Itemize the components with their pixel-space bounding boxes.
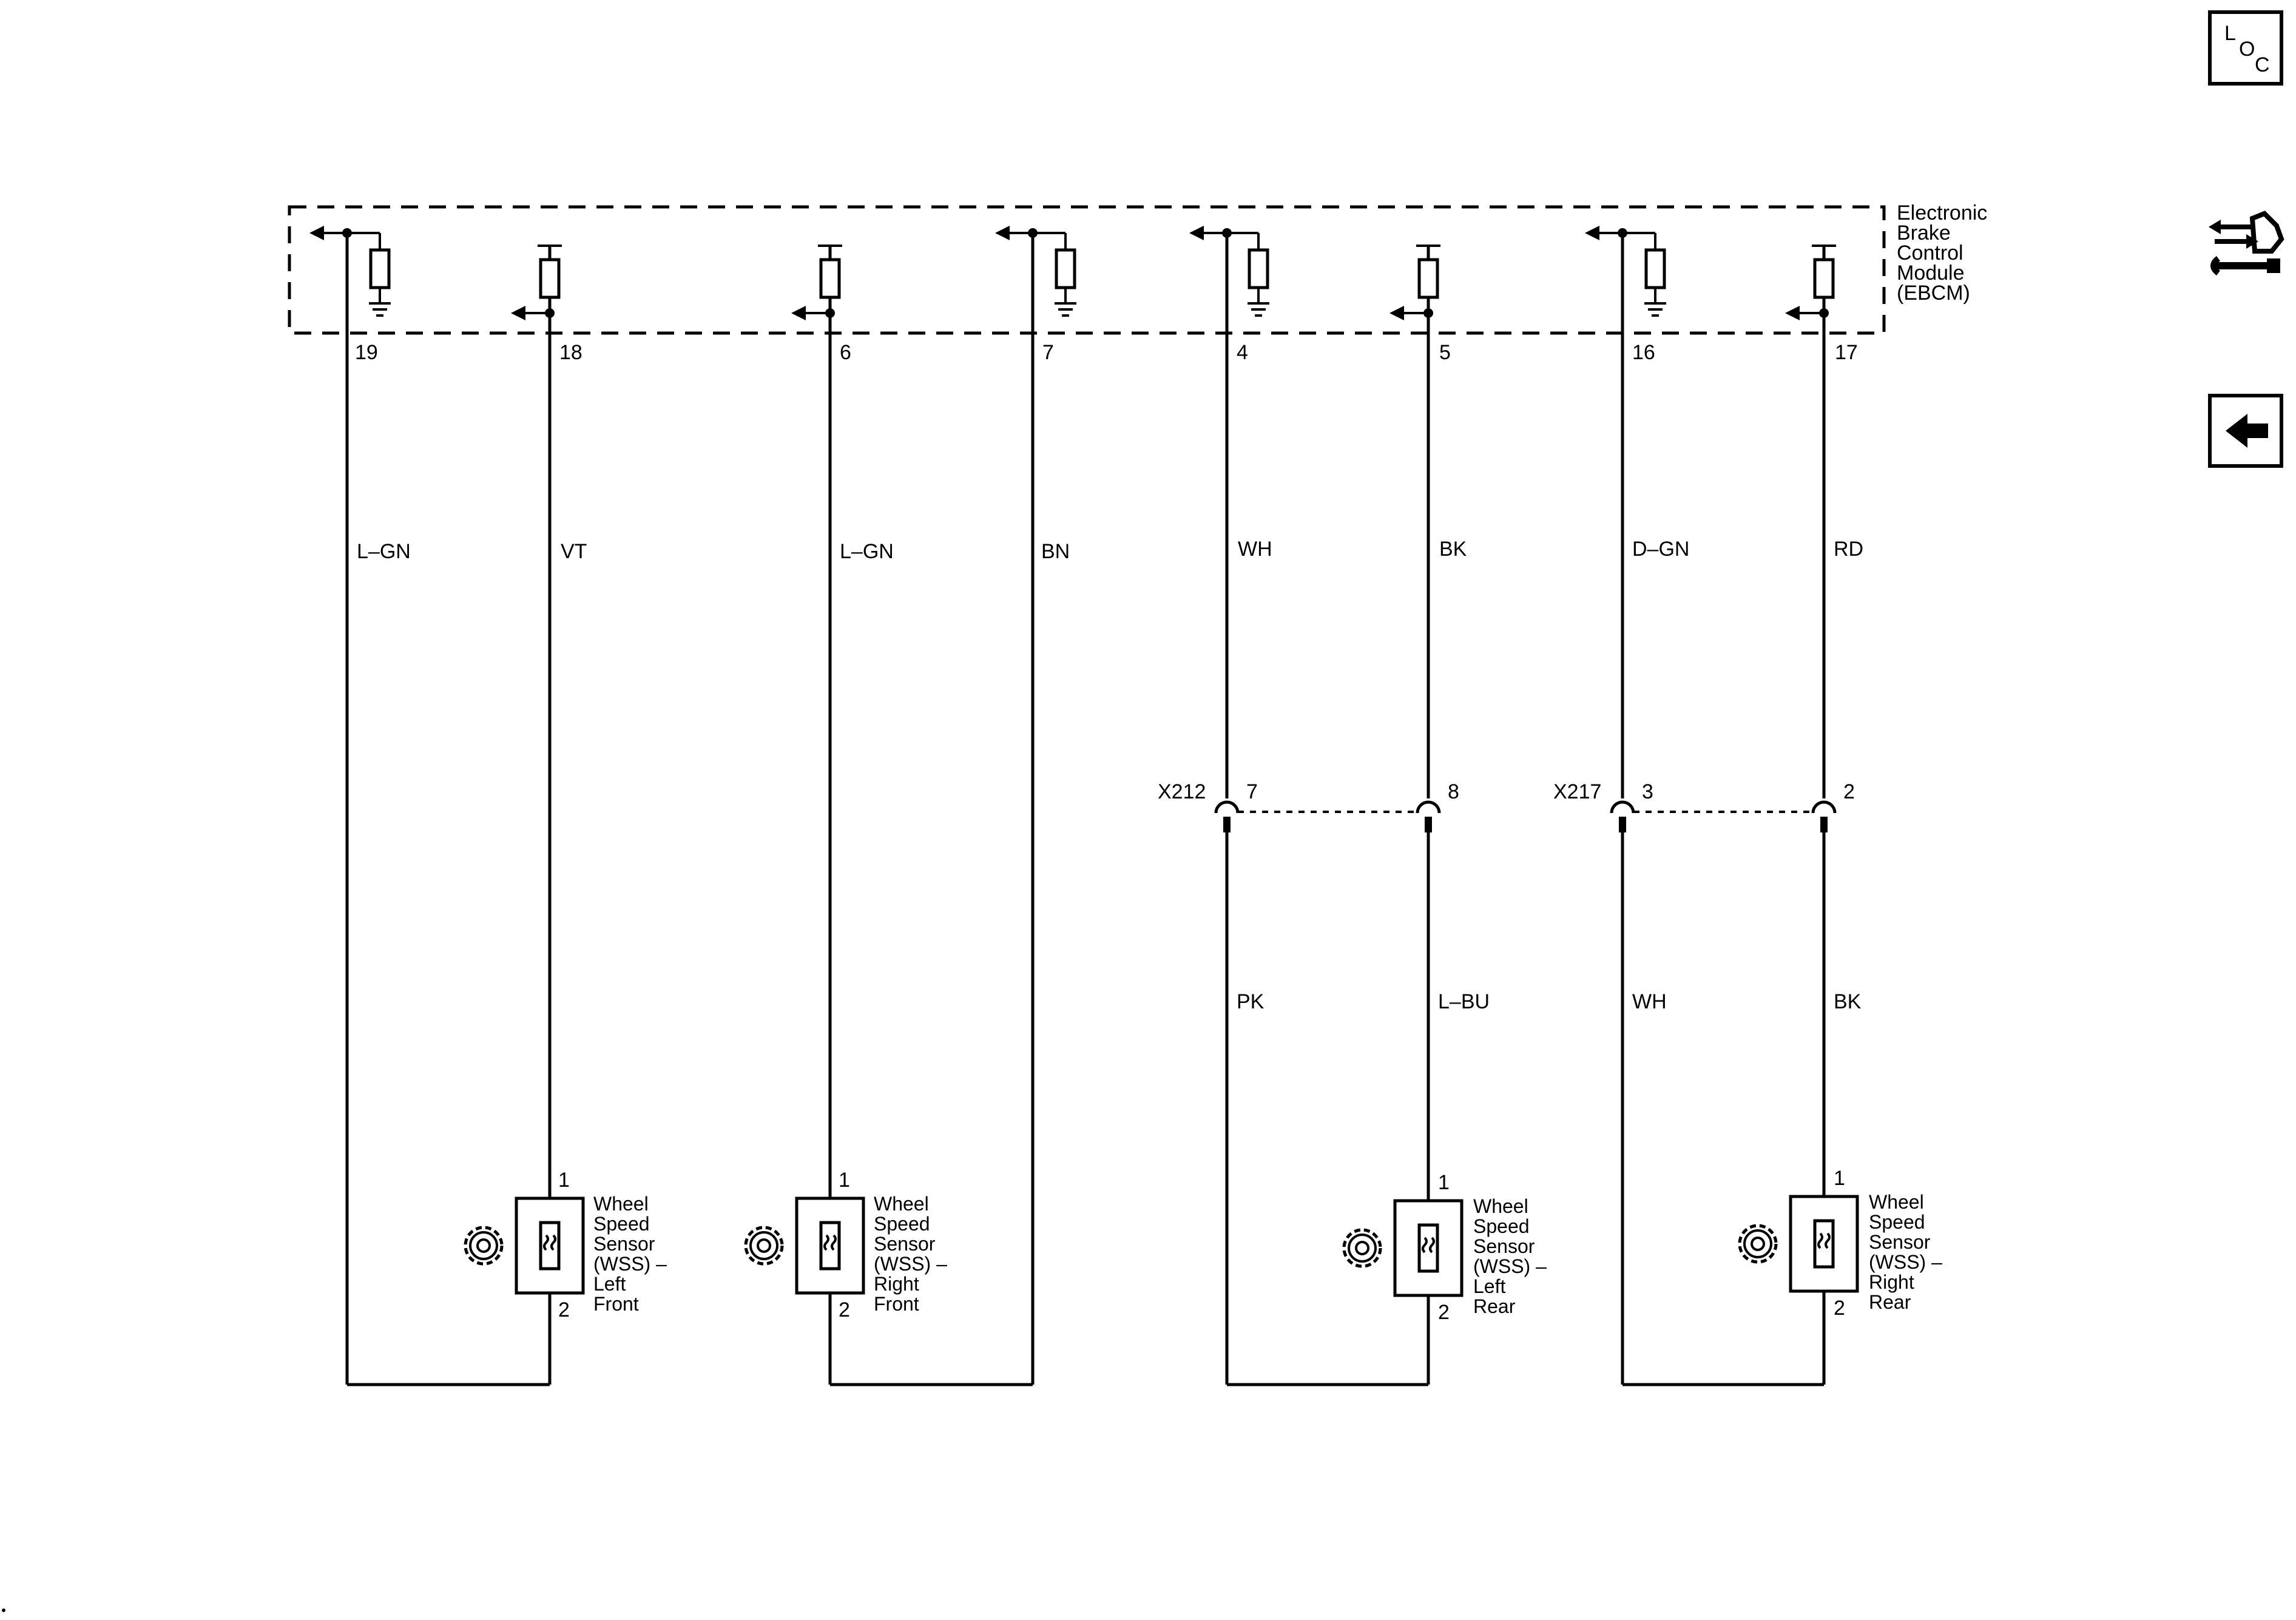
sensor-label-line: (WSS) – — [874, 1253, 947, 1275]
wss-left-front — [515, 1196, 585, 1295]
wire-color-label: L–GN — [840, 540, 894, 563]
loc-icon[interactable]: L O C — [2208, 10, 2283, 86]
ebcm-pin-18-circuit — [511, 245, 562, 1385]
sensor-pin-2: 2 — [1834, 1297, 1845, 1320]
sensor-pin-1: 1 — [558, 1169, 570, 1192]
sensor-pin-2: 2 — [1438, 1301, 1450, 1324]
connector-x217-pin-b: 2 — [1843, 780, 1855, 803]
sensor-label-line: Sensor — [1473, 1235, 1535, 1257]
pin-number-18: 18 — [559, 341, 582, 364]
wire-color-label: VT — [561, 540, 587, 563]
connector-x217 — [1610, 800, 1837, 832]
sensor-label-line: Wheel — [874, 1193, 929, 1215]
ebcm-pin-7-circuit — [995, 226, 1076, 1385]
sensor-pin-2: 2 — [839, 1298, 850, 1321]
sensor-label-line: Sensor — [1869, 1231, 1931, 1253]
gear-icon — [1342, 1228, 1382, 1268]
sensor-label-line: Left — [1473, 1275, 1505, 1297]
sensor-label-line: Wheel — [593, 1193, 649, 1215]
pin-number-16: 16 — [1632, 341, 1655, 364]
pin-number-6: 6 — [840, 341, 851, 364]
sensor-label-line: Speed — [1473, 1215, 1530, 1237]
wire-color-label: L–BU — [1438, 990, 1490, 1013]
sensor-label-line: Right — [874, 1273, 919, 1295]
wire-color-label: RD — [1834, 538, 1863, 561]
sensor-label-line: Front — [874, 1293, 919, 1315]
wire-color-label: D–GN — [1632, 538, 1689, 561]
gear-icon — [744, 1226, 784, 1266]
sensor-label-line: Sensor — [874, 1233, 936, 1255]
connector-x217-pin-a: 3 — [1642, 780, 1653, 803]
corner-mark — [2, 1608, 5, 1612]
ebcm-pin-16-circuit — [1585, 226, 1666, 798]
pin-number-4: 4 — [1237, 341, 1248, 364]
loc-letter-o: O — [2239, 38, 2255, 61]
sensor-pin-1: 1 — [1834, 1167, 1845, 1190]
sensor-label-line: Sensor — [593, 1233, 655, 1255]
wire-color-label: BN — [1041, 540, 1070, 563]
wire-color-label: WH — [1238, 538, 1272, 561]
ebcm-module-boundary — [288, 205, 1886, 335]
wss-left-rear — [1393, 1199, 1464, 1297]
sensor-label-line: Wheel — [1869, 1191, 1924, 1213]
ebcm-name-line-5: (EBCM) — [1897, 282, 1970, 305]
sensor-label-line: (WSS) – — [593, 1253, 667, 1275]
wire-color-label: BK — [1834, 990, 1862, 1013]
ebcm-pin-5-circuit — [1389, 245, 1440, 798]
sensor-label-line: Rear — [1869, 1291, 1911, 1313]
sensor-label-line: Rear — [1473, 1295, 1516, 1317]
sensor-label-line: Right — [1869, 1271, 1914, 1293]
pin-number-19: 19 — [355, 341, 378, 364]
wss-right-rear — [1789, 1195, 1859, 1293]
pin-number-17: 17 — [1835, 341, 1858, 364]
gear-icon — [1738, 1224, 1778, 1264]
ebcm-name-line-4: Module — [1897, 262, 1965, 285]
ebcm-name-line-1: Electronic — [1897, 201, 1987, 224]
connector-x212 — [1214, 800, 1441, 832]
ebcm-pin-4-circuit — [1189, 226, 1269, 798]
wss-right-front — [795, 1196, 865, 1295]
connector-x212-pin-a: 7 — [1246, 780, 1258, 803]
sensor-label-line: Left — [593, 1273, 626, 1295]
wire-color-label: BK — [1439, 538, 1467, 561]
wire-color-label: L–GN — [357, 540, 411, 563]
ebcm-pin-6-circuit — [791, 245, 842, 1385]
ebcm-pin-19-circuit — [309, 226, 391, 1385]
sensor-label-line: (WSS) – — [1473, 1255, 1547, 1277]
ebcm-name-line-3: Control — [1897, 241, 1963, 265]
connector-x212-pin-b: 8 — [1448, 780, 1459, 803]
connector-x217-name: X217 — [1553, 780, 1601, 803]
gear-icon — [464, 1226, 504, 1266]
loc-letter-l: L — [2224, 22, 2236, 45]
sensor-label-line: Speed — [593, 1213, 650, 1235]
back-arrow-icon[interactable] — [2208, 394, 2283, 468]
sensor-pin-1: 1 — [1438, 1171, 1450, 1194]
sensor-label-line: Front — [593, 1293, 639, 1315]
loc-letter-c: C — [2255, 53, 2270, 76]
connector-wrench-icon[interactable] — [2209, 211, 2284, 275]
sensor-label-line: Wheel — [1473, 1195, 1528, 1217]
pin-number-7: 7 — [1042, 341, 1054, 364]
connector-x212-name: X212 — [1158, 780, 1206, 803]
sensor-label-line: Speed — [1869, 1211, 1925, 1233]
sensor-pin-2: 2 — [558, 1298, 570, 1321]
ebcm-name-line-2: Brake — [1897, 221, 1951, 245]
wire-color-label: PK — [1237, 990, 1264, 1013]
sensor-pin-1: 1 — [839, 1169, 850, 1192]
sensor-label-line: (WSS) – — [1869, 1251, 1942, 1273]
pin-number-5: 5 — [1439, 341, 1451, 364]
ebcm-pin-17-circuit — [1785, 245, 1836, 798]
wire-color-label: WH — [1632, 990, 1667, 1013]
sensor-label-line: Speed — [874, 1213, 930, 1235]
